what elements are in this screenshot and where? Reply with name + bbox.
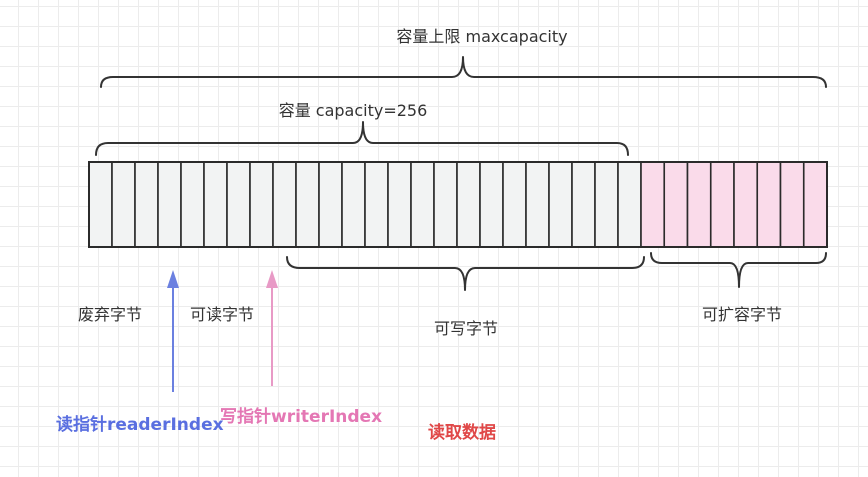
expandable-cell [779, 161, 805, 248]
discarded-bytes-label: 废弃字节 [78, 305, 142, 324]
buffer-outline [88, 161, 828, 248]
capacity-cell [548, 161, 573, 248]
capacity-cell [180, 161, 205, 248]
writable-bytes-label: 可写字节 [434, 319, 498, 338]
capacity-cell [88, 161, 113, 248]
capacity-cell [295, 161, 320, 248]
writer-index-arrow [266, 270, 278, 386]
capacity-cell [226, 161, 251, 248]
capacity-cell [410, 161, 435, 248]
capacity-cell [203, 161, 228, 248]
expandable-bytes-label: 可扩容字节 [702, 305, 782, 324]
capacity-cell [134, 161, 159, 248]
writable-bytes-brace [286, 256, 645, 291]
capacity-cell [502, 161, 527, 248]
max-capacity-label: 容量上限 maxcapacity [396, 27, 567, 46]
read-data-label: 读取数据 [428, 422, 496, 443]
expandable-cell [709, 161, 735, 248]
capacity-cell [111, 161, 136, 248]
capacity-cell [456, 161, 481, 248]
capacity-cell [249, 161, 274, 248]
max-capacity-brace [100, 56, 827, 88]
expandable-bytes-brace [650, 252, 827, 288]
capacity-cell [617, 161, 642, 248]
capacity-cell [433, 161, 458, 248]
readable-bytes-label: 可读字节 [190, 305, 254, 324]
capacity-cell [479, 161, 504, 248]
expandable-cell [663, 161, 689, 248]
capacity-cell [272, 161, 297, 248]
expandable-cell [802, 161, 828, 248]
capacity-brace [95, 121, 629, 156]
capacity-cell [341, 161, 366, 248]
buffer-cells [88, 161, 828, 248]
capacity-cell [387, 161, 412, 248]
expandable-cell [756, 161, 782, 248]
capacity-cell [571, 161, 596, 248]
capacity-cell [157, 161, 182, 248]
expandable-cell [686, 161, 712, 248]
expandable-cell [733, 161, 759, 248]
capacity-label: 容量 capacity=256 [279, 101, 428, 120]
capacity-cell [364, 161, 389, 248]
reader-index-label: 读指针readerIndex [56, 414, 224, 435]
capacity-cell [594, 161, 619, 248]
capacity-cell [318, 161, 343, 248]
writer-index-label: 写指针writerIndex [220, 406, 382, 427]
reader-index-arrow [167, 270, 179, 392]
capacity-cell [525, 161, 550, 248]
expandable-cell [640, 161, 666, 248]
